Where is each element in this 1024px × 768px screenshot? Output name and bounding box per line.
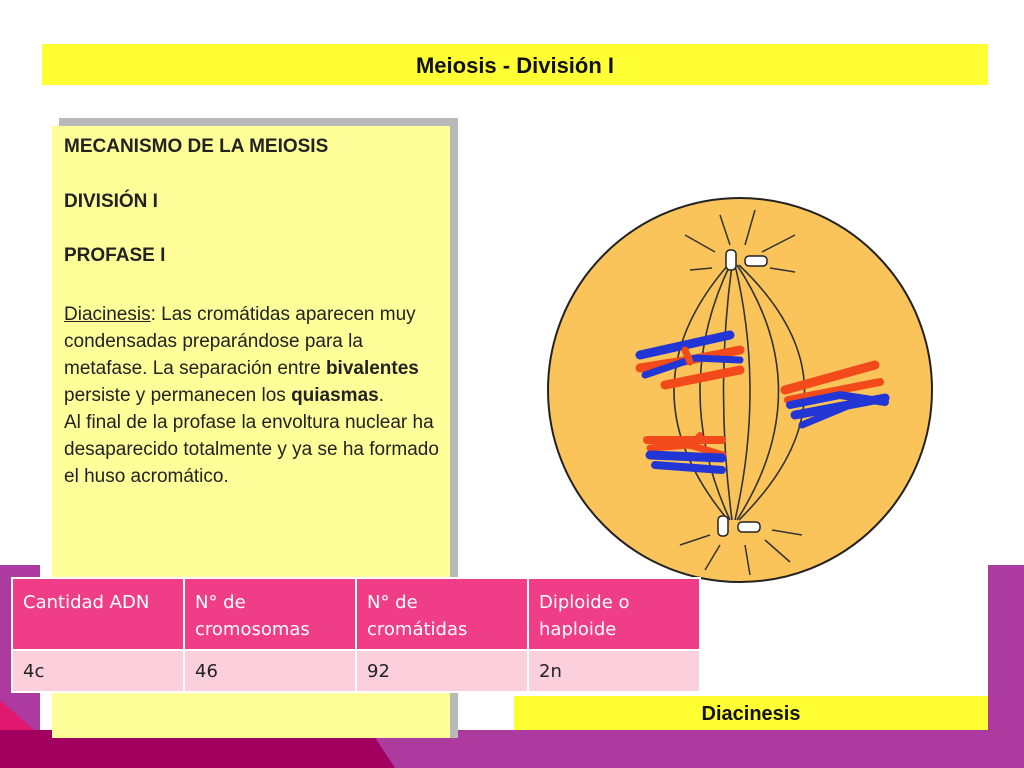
table-row: 4c 46 92 2n <box>11 649 701 693</box>
table-cell: 46 <box>183 649 357 693</box>
table-header-cell: N° de cromosomas <box>183 577 357 651</box>
body-text-2: persiste y permanecen los <box>64 385 292 406</box>
panel-body: Diacinesis: Las cromátidas aparecen muy … <box>64 301 448 490</box>
page-title: Meiosis - División I <box>415 53 615 78</box>
chromosome-icon <box>635 330 745 390</box>
dna-table: Cantidad ADN N° de cromosomas N° de crom… <box>11 577 701 693</box>
caption-bar: Diacinesis <box>514 696 988 730</box>
bold-bivalentes: bivalentes <box>325 358 419 379</box>
bold-quiasmas: quiasmas <box>291 385 379 406</box>
table-header-row: Cantidad ADN N° de cromosomas N° de crom… <box>11 577 701 651</box>
table-header-cell: Cantidad ADN <box>11 577 185 651</box>
panel-heading-mecanismo: MECANISMO DE LA MEIOSIS <box>64 136 329 157</box>
table-header-cell: N° de cromátidas <box>355 577 529 651</box>
table-cell: 4c <box>11 649 185 693</box>
body-text-3: . <box>378 385 384 406</box>
term-diacinesis: Diacinesis <box>64 304 151 325</box>
panel-heading-profase: PROFASE I <box>64 245 166 266</box>
title-banner: Meiosis - División I <box>42 44 988 85</box>
table-cell: 92 <box>355 649 529 693</box>
table-cell: 2n <box>527 649 701 693</box>
body-text-4: Al final de la profase la envoltura nucl… <box>64 412 439 487</box>
table-header-cell: Diploide o haploide <box>527 577 701 651</box>
cell-diagram-icon <box>547 197 933 583</box>
body-text-1: : Las cromátidas aparecen muy condensada… <box>64 304 416 379</box>
centriole-icon <box>717 249 768 537</box>
panel-heading-division: DIVISIÓN I <box>64 191 158 212</box>
caption-text: Diacinesis <box>701 703 801 725</box>
